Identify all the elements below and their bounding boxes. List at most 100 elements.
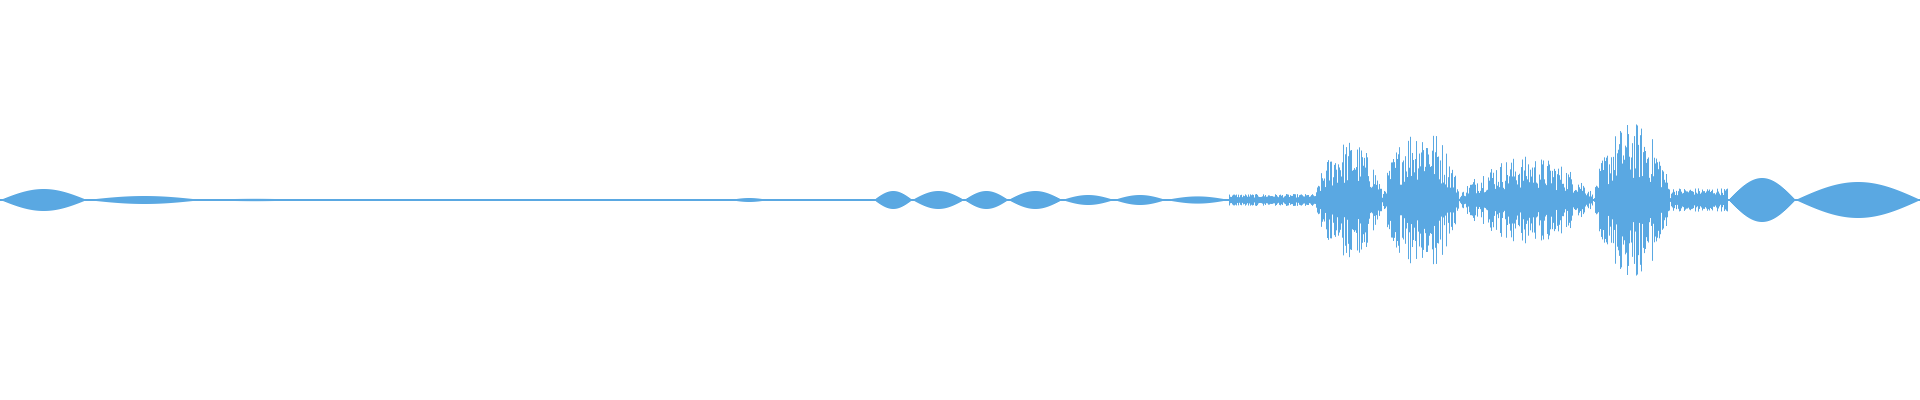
waveform-sample: [1708, 190, 1709, 210]
waveform-sample: [1345, 154, 1346, 246]
waveform-sample: [1043, 191, 1044, 209]
waveform-sample: [320, 199, 321, 201]
waveform-sample: [1630, 169, 1631, 231]
waveform-sample: [1431, 166, 1432, 234]
waveform-sample: [1063, 199, 1064, 201]
waveform-sample: [1322, 178, 1323, 222]
waveform-sample: [372, 199, 373, 201]
waveform-sample: [1827, 187, 1828, 213]
waveform-sample: [1858, 182, 1859, 218]
waveform-sample: [642, 199, 643, 201]
waveform-sample: [1748, 182, 1749, 218]
waveform-sample: [766, 199, 767, 201]
waveform-sample: [992, 191, 993, 209]
waveform-sample: [268, 198, 269, 202]
waveform-sample: [1413, 159, 1414, 241]
waveform-sample: [526, 199, 527, 201]
waveform-sample: [315, 199, 316, 201]
waveform-sample: [521, 199, 522, 201]
waveform-sample: [499, 199, 500, 201]
waveform-sample: [90, 199, 91, 201]
waveform-sample: [948, 192, 949, 208]
waveform-sample: [9, 196, 10, 204]
waveform-sample: [28, 190, 29, 210]
waveform-sample: [193, 199, 194, 201]
waveform-sample: [243, 198, 244, 202]
waveform-sample: [260, 198, 261, 202]
waveform-sample: [565, 199, 566, 201]
waveform-sample: [376, 199, 377, 201]
waveform-sample: [653, 199, 654, 201]
waveform-sample: [878, 196, 879, 204]
waveform-sample: [107, 197, 108, 203]
waveform-sample: [490, 199, 491, 201]
waveform-sample: [1314, 196, 1315, 204]
waveform-sample: [1166, 199, 1167, 201]
waveform-sample: [1149, 195, 1150, 205]
waveform-sample: [544, 199, 545, 201]
waveform-sample: [136, 196, 137, 204]
waveform-sample: [1084, 195, 1085, 205]
waveform-sample: [331, 199, 332, 201]
waveform-sample: [1066, 198, 1067, 202]
waveform-sample: [460, 199, 461, 201]
waveform-sample: [754, 198, 755, 202]
waveform-sample: [1179, 197, 1180, 203]
waveform-sample: [557, 199, 558, 201]
waveform-sample: [1687, 191, 1688, 209]
waveform-sample: [267, 198, 268, 202]
waveform-sample: [400, 199, 401, 201]
waveform-sample: [602, 199, 603, 201]
waveform-sample: [1441, 183, 1442, 217]
waveform-sample: [590, 199, 591, 201]
waveform-sample: [1173, 198, 1174, 202]
waveform-sample: [1902, 192, 1903, 208]
waveform-sample: [1436, 136, 1437, 264]
waveform-sample: [1601, 163, 1602, 237]
waveform-sample: [1893, 188, 1894, 212]
waveform-sample: [498, 199, 499, 201]
waveform-sample: [664, 199, 665, 201]
waveform-sample: [186, 198, 187, 202]
waveform-sample: [1085, 195, 1086, 205]
waveform-sample: [537, 199, 538, 201]
waveform-sample: [812, 199, 813, 201]
waveform-sample: [511, 199, 512, 201]
waveform-sample: [1434, 174, 1435, 226]
waveform-sample: [603, 199, 604, 201]
waveform-sample: [1787, 191, 1788, 209]
waveform-sample: [52, 189, 53, 211]
waveform-sample: [1332, 185, 1333, 215]
waveform-sample: [724, 199, 725, 201]
waveform-sample: [319, 199, 320, 201]
waveform-sample: [1479, 192, 1480, 208]
waveform-sample: [1834, 185, 1835, 215]
waveform-sample: [792, 199, 793, 201]
waveform-sample: [139, 196, 140, 204]
waveform-sample: [1048, 193, 1049, 207]
waveform-sample: [1901, 191, 1902, 209]
waveform-sample: [1595, 187, 1596, 213]
waveform-sample: [42, 189, 43, 211]
waveform-sample: [1255, 194, 1256, 206]
waveform-sample: [596, 199, 597, 201]
waveform-sample: [987, 191, 988, 209]
waveform-sample: [1826, 187, 1827, 213]
waveform-sample: [1578, 184, 1579, 216]
waveform-sample: [1631, 157, 1632, 243]
waveform-sample: [580, 199, 581, 201]
waveform-sample: [1627, 125, 1628, 275]
waveform-sample: [851, 199, 852, 201]
waveform-sample: [1297, 194, 1298, 206]
waveform-sample: [147, 196, 148, 204]
waveform-sample: [1744, 185, 1745, 215]
waveform-sample: [744, 198, 745, 202]
waveform-sample: [942, 191, 943, 209]
waveform-sample: [671, 199, 672, 201]
waveform-sample: [657, 199, 658, 201]
waveform-sample: [1148, 195, 1149, 205]
waveform-sample: [830, 199, 831, 201]
waveform-sample: [1515, 171, 1516, 229]
